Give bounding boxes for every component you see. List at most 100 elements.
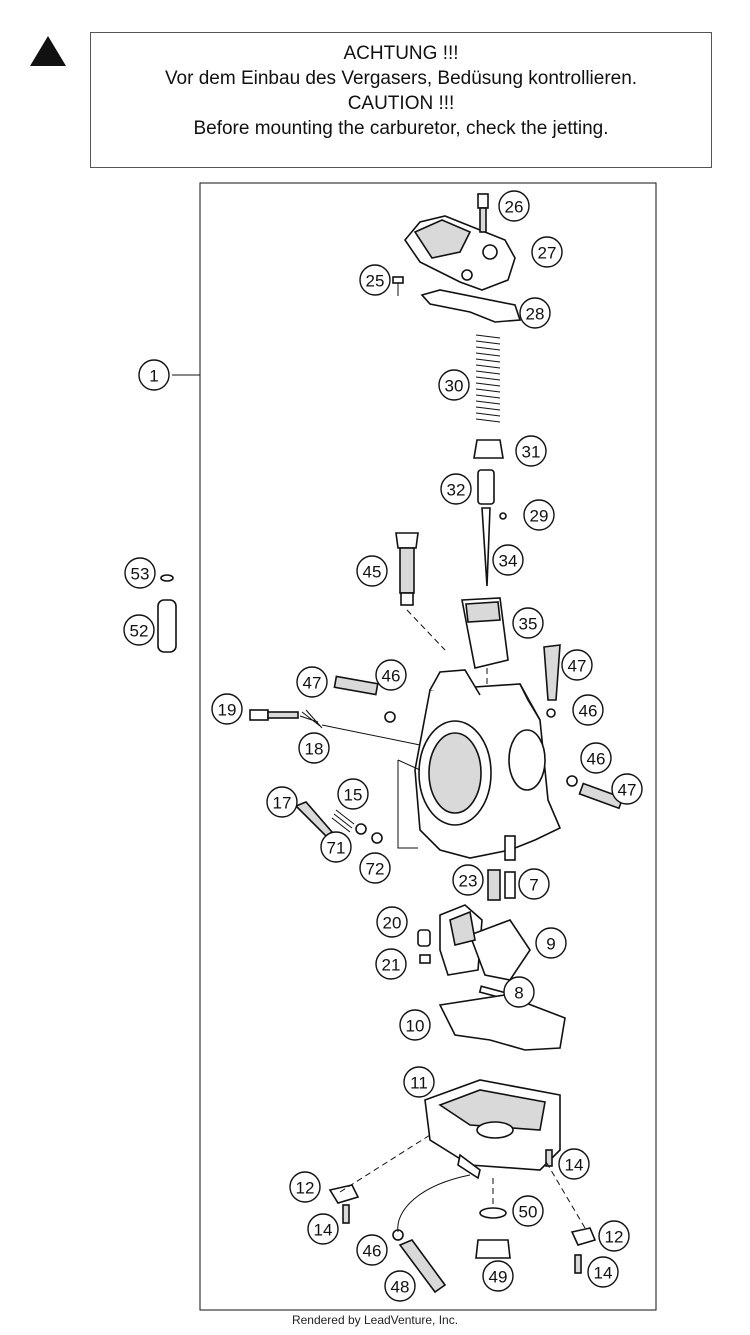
svg-text:46: 46 xyxy=(579,702,598,721)
callout-49: 49 xyxy=(482,1260,514,1292)
svg-text:7: 7 xyxy=(529,876,538,895)
callout-71: 71 xyxy=(320,831,352,863)
footer-credit: Rendered by LeadVenture, Inc. xyxy=(291,1313,459,1327)
svg-text:1: 1 xyxy=(149,367,158,386)
callout-14: 14 xyxy=(587,1256,619,1288)
callout-50: 50 xyxy=(512,1195,544,1227)
svg-text:46: 46 xyxy=(363,1242,382,1261)
callout-47: 47 xyxy=(611,773,643,805)
callout-15: 15 xyxy=(337,778,369,810)
cable-adjuster xyxy=(477,193,489,233)
callout-47: 47 xyxy=(296,666,328,698)
svg-text:9: 9 xyxy=(546,935,555,954)
callout-46: 46 xyxy=(375,659,407,691)
callout-20: 20 xyxy=(376,906,408,938)
callout-25: 25 xyxy=(359,264,391,296)
vent-hose-left xyxy=(333,675,379,696)
svg-text:47: 47 xyxy=(568,657,587,676)
o-ring-72 xyxy=(371,832,383,844)
o-ring-53 xyxy=(160,574,174,582)
clamp-right xyxy=(566,775,578,787)
callout-21: 21 xyxy=(375,948,407,980)
callout-47: 47 xyxy=(561,649,593,681)
callout-7: 7 xyxy=(518,868,550,900)
clamp-left xyxy=(384,711,396,723)
callout-48: 48 xyxy=(384,1270,416,1302)
svg-text:46: 46 xyxy=(382,667,401,686)
jet-needle xyxy=(481,507,491,587)
o-ring-50 xyxy=(479,1207,507,1219)
float xyxy=(439,904,531,981)
throttle-stop-spring xyxy=(331,809,355,833)
callout-14: 14 xyxy=(558,1148,590,1180)
callout-27: 27 xyxy=(531,236,563,268)
callout-46: 46 xyxy=(356,1234,388,1266)
needle-clip xyxy=(499,512,507,520)
float-bowl-gasket xyxy=(438,994,566,1051)
notice-line-1: ACHTUNG !!! xyxy=(343,43,459,64)
svg-text:23: 23 xyxy=(459,872,478,891)
svg-text:14: 14 xyxy=(594,1264,613,1283)
svg-text:8: 8 xyxy=(514,984,523,1003)
idle-adjust-screw xyxy=(395,532,419,606)
bowl-screw-lower-right xyxy=(574,1254,582,1274)
callout-45: 45 xyxy=(356,555,388,587)
callout-31: 31 xyxy=(515,435,547,467)
callout-35: 35 xyxy=(512,607,544,639)
callout-29: 29 xyxy=(523,499,555,531)
throttle-stop-screw xyxy=(294,801,334,838)
callout-17: 17 xyxy=(266,786,298,818)
bracket-left xyxy=(328,1184,360,1204)
svg-text:52: 52 xyxy=(130,622,149,641)
notice-line-2: Vor dem Einbau des Vergasers, Bedüsung k… xyxy=(164,68,638,89)
callout-1: 1 xyxy=(138,359,170,391)
svg-text:14: 14 xyxy=(314,1221,333,1240)
notice-line-4: Before mounting the carburetor, check th… xyxy=(193,118,609,139)
svg-text:72: 72 xyxy=(366,860,385,879)
callout-10: 10 xyxy=(399,1009,431,1041)
callout-46: 46 xyxy=(572,694,604,726)
svg-text:18: 18 xyxy=(305,740,324,759)
drain-hose xyxy=(398,1239,447,1294)
screw-25 xyxy=(392,276,404,296)
svg-text:35: 35 xyxy=(519,615,538,634)
float-needle xyxy=(417,929,431,947)
callout-12: 12 xyxy=(598,1220,630,1252)
spring-seat xyxy=(473,439,504,459)
callout-26: 26 xyxy=(498,190,530,222)
svg-text:34: 34 xyxy=(499,552,518,571)
float-bowl xyxy=(424,1079,561,1180)
warning-triangle-icon xyxy=(30,36,66,66)
carburetor-body xyxy=(414,669,562,861)
callout-12: 12 xyxy=(289,1171,321,1203)
callout-23: 23 xyxy=(452,864,484,896)
svg-text:30: 30 xyxy=(445,377,464,396)
callout-8: 8 xyxy=(503,976,535,1008)
needle-clip-21 xyxy=(419,954,431,964)
washer-71 xyxy=(355,823,367,835)
vent-hose-top xyxy=(543,644,561,701)
pilot-jet xyxy=(504,871,516,899)
svg-text:50: 50 xyxy=(519,1203,538,1222)
callout-19: 19 xyxy=(211,693,243,725)
svg-text:48: 48 xyxy=(391,1278,410,1297)
notice-line-3: CAUTION !!! xyxy=(347,93,455,114)
svg-text:28: 28 xyxy=(526,305,545,324)
svg-text:29: 29 xyxy=(530,507,549,526)
svg-text:10: 10 xyxy=(406,1017,425,1036)
spring xyxy=(475,334,501,423)
top-cover xyxy=(403,215,516,291)
drain-plug xyxy=(475,1239,511,1259)
svg-text:12: 12 xyxy=(605,1228,624,1247)
svg-text:27: 27 xyxy=(538,244,557,263)
svg-text:19: 19 xyxy=(218,701,237,720)
clamp-top xyxy=(546,708,556,718)
needle-holder xyxy=(477,469,495,505)
air-screw xyxy=(249,709,299,721)
svg-text:32: 32 xyxy=(447,481,466,500)
bracket-right xyxy=(570,1227,597,1246)
svg-text:20: 20 xyxy=(383,914,402,933)
callout-30: 30 xyxy=(438,369,470,401)
gasket xyxy=(420,289,522,323)
